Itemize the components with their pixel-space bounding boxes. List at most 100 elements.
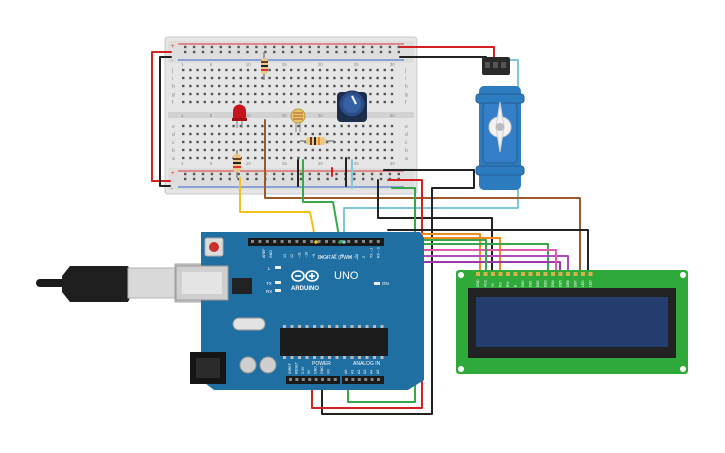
resistor-top[interactable] (261, 52, 268, 80)
digital-pin-label: ~9 (312, 254, 316, 258)
power-pin-label: A1 (350, 370, 354, 374)
digital-label: DIGITAL (PWM ~) (318, 255, 358, 261)
resistor-led[interactable] (233, 150, 241, 178)
column-number-10: 10 (246, 62, 252, 67)
digital-pin-label: 12 (290, 254, 294, 258)
column-number-20: 20 (318, 62, 324, 67)
wire-green-1[interactable] (302, 159, 341, 243)
wire-pink-lcd[interactable] (379, 249, 557, 273)
digital-pin-label: 4 (348, 256, 352, 258)
row-letter-right-c: c (405, 140, 408, 146)
row-letter-j: j (171, 68, 173, 74)
column-number-10: 10 (246, 113, 252, 118)
power-pin-label: GND (320, 366, 324, 374)
lcd-pin[interactable] (528, 272, 533, 276)
column-number-1: 1 (181, 113, 184, 118)
digital-pin-label: ~5 (341, 254, 345, 258)
lcd-pin-label: E (514, 284, 518, 287)
lcd-pin-label: DB1 (529, 280, 533, 287)
digital-pin-label: TX→1 (369, 248, 373, 258)
column-number-25: 25 (354, 62, 360, 67)
on-led (374, 282, 380, 285)
lcd-pin-label: DB4 (551, 280, 555, 287)
lcd-pin-label: V0 (491, 283, 495, 287)
arduino-brand-label: ARDUINO (291, 286, 319, 292)
column-number-1: 1 (181, 161, 184, 166)
photoresistor[interactable] (290, 108, 306, 132)
row-letter-right-a: a (405, 156, 408, 162)
column-number-5: 5 (210, 62, 213, 67)
lcd-pin-label: RW (506, 281, 510, 287)
column-number-20: 20 (318, 113, 324, 118)
lcd-pin[interactable] (543, 272, 548, 276)
lcd-pin[interactable] (506, 272, 510, 276)
power-pin-label: GND (314, 366, 318, 374)
servo-horn[interactable] (488, 101, 512, 153)
power-pin-label: Vin (326, 369, 330, 374)
power-pin-label: A0 (344, 370, 348, 374)
on-label: ON (382, 281, 389, 286)
wire-yellow[interactable] (239, 177, 317, 243)
lcd-pin[interactable] (573, 272, 578, 276)
wire-green-analog[interactable] (347, 187, 416, 403)
row-letter-i: i (172, 76, 173, 82)
row-letter-d: d (172, 132, 175, 138)
lcd-pin[interactable] (536, 272, 540, 276)
lcd-pin[interactable] (476, 272, 480, 276)
digital-pin-label: ~6 (333, 254, 337, 258)
wire-red-power-loop[interactable] (311, 179, 423, 409)
row-letter-e: e (172, 124, 175, 130)
digital-pin-label: 13 (283, 254, 287, 258)
wire-cyan-servo-signal[interactable] (343, 59, 519, 247)
uno-label: UNO (334, 270, 359, 282)
lcd-pin[interactable] (558, 272, 563, 276)
column-number-5: 5 (210, 113, 213, 118)
row-letter-right-f: f (405, 100, 407, 106)
potentiometer[interactable] (337, 90, 367, 122)
lcd-pin[interactable] (513, 272, 518, 276)
arduino-uno[interactable]: DIGITAL (PWM ~) UNO ARDUINO TX RX L ON P… (36, 232, 424, 390)
lcd-pin[interactable] (483, 272, 488, 276)
lcd-pin-label: DB6 (566, 280, 570, 287)
lcd-pin[interactable] (551, 272, 555, 276)
lcd-pin-label: DB2 (536, 280, 540, 287)
digital-pin-label: RX←0 (377, 247, 381, 258)
arduino-logo (291, 270, 319, 282)
red-led[interactable] (232, 104, 247, 129)
lcd-pin[interactable] (566, 272, 570, 276)
wire-black-left-rail[interactable] (159, 56, 172, 187)
digital-pin-label: ~11 (297, 252, 301, 258)
lcd-pin[interactable] (498, 272, 503, 276)
power-pin-label: A3 (363, 370, 367, 374)
lcd-pin[interactable] (521, 272, 525, 276)
reset-button[interactable] (209, 242, 219, 252)
servo-motor[interactable] (475, 57, 525, 190)
lcd-pin-label: GND (476, 279, 480, 287)
power-pin-label: A5 (376, 370, 380, 374)
row-letter-right-e: e (405, 124, 408, 130)
rail-minus-top: - (171, 58, 173, 64)
lcd-pin[interactable] (581, 272, 585, 276)
lcd-pin-label: VCC (484, 279, 488, 287)
rx-led (275, 289, 281, 292)
lcd-pin[interactable] (491, 272, 495, 276)
column-number-25: 25 (354, 161, 360, 166)
column-number-15: 15 (282, 113, 288, 118)
tx-label: TX (266, 281, 272, 286)
lcd-pin[interactable] (588, 272, 593, 276)
wire-black-right-loop[interactable] (321, 169, 475, 415)
wire-black-arduino-gnd[interactable] (387, 229, 589, 273)
row-letter-right-h: h (405, 84, 408, 90)
lcd-pin-label: DB5 (559, 280, 563, 287)
lcd-pin-label: RS (499, 282, 503, 287)
resistor-ldr[interactable] (300, 137, 334, 145)
lcd-pin-label: LED (589, 280, 593, 287)
column-number-5: 5 (210, 161, 213, 166)
row-letter-right-g: g (405, 92, 408, 98)
column-number-30: 30 (390, 62, 396, 67)
rail-minus-bottom: - (171, 186, 173, 192)
lcd-pin-label: DB7 (574, 280, 578, 287)
